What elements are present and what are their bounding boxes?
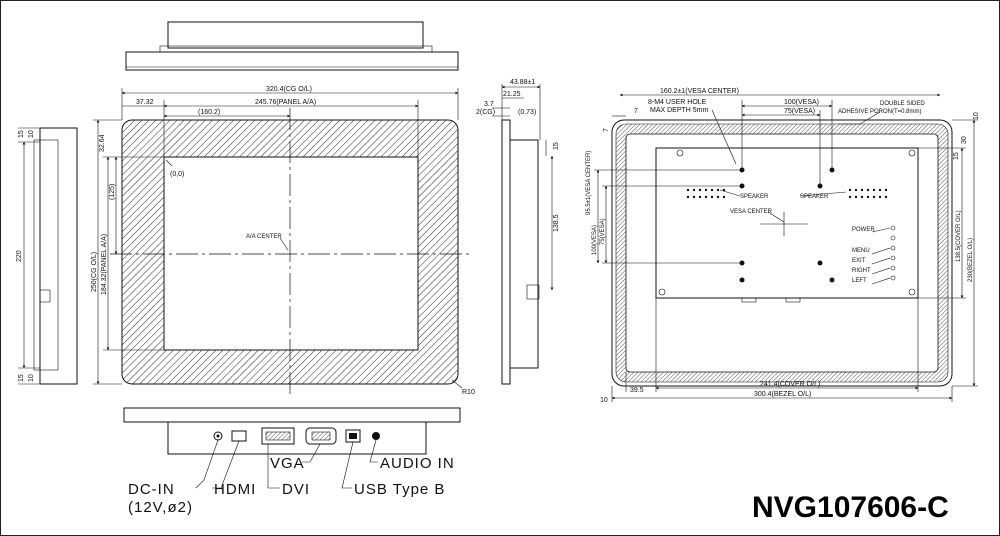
right-37: 3.7 — [484, 101, 494, 108]
front-half-height: (125) — [109, 184, 116, 200]
back-speaker-1: SPEAKER — [740, 194, 769, 200]
io-dcin-spec: (12V,ø2) — [128, 499, 193, 516]
io-dvi-label: DVI — [282, 481, 310, 498]
back-bezel-h: 230(BEZEL O/L) — [968, 238, 974, 282]
left-bottom-10: 10 — [28, 374, 35, 382]
back-left-7: 7 — [634, 108, 638, 115]
right-1385: 138.5 — [553, 214, 560, 232]
back-bezel — [611, 119, 953, 387]
front-panel-width: 245.76(PANEL A/A) — [255, 99, 316, 106]
front-cg-width: 320.4(CG O/L) — [266, 86, 312, 93]
front-corner-radius: R10 — [462, 389, 475, 396]
back-vesa-v75: 75(VESA) — [600, 218, 606, 245]
back-btn-menu: MENU — [852, 248, 870, 254]
back-vesa-center: VESA CENTER — [730, 209, 773, 215]
front-view: 320.4(CG O/L) 245.76(PANEL A/A) 37.32 (1… — [91, 86, 475, 396]
back-double-sided-2: ADHESIVE PORON(T=0.8mm) — [838, 109, 922, 115]
io-hdmi-label: HDMI — [214, 481, 256, 498]
back-speaker-2: SPEAKER — [800, 194, 829, 200]
back-vesa-center-h: 95.5±1(VESA CENTER) — [586, 151, 592, 215]
back-btn-power: POWER — [852, 227, 875, 233]
right-side-view: 43.88±1 21.25 3.7 2(CG) (0.73) 15 138.5 — [476, 79, 560, 385]
left-height: 220 — [16, 250, 23, 262]
front-half-panel: (160.2) — [198, 109, 220, 116]
front-cg-height: 250(CG O/L) — [91, 252, 98, 292]
back-bottom-10: 10 — [600, 397, 608, 404]
io-dcin-label: DC-IN — [128, 481, 175, 498]
bottom-view: DC-IN (12V,ø2) HDMI DVI VGA USB Type B A… — [123, 407, 461, 516]
front-left-offset: 37.32 — [136, 99, 154, 106]
io-vga-label: VGA — [270, 455, 305, 472]
back-right-30: 30 — [961, 136, 968, 144]
back-top-10: 10 — [973, 112, 980, 120]
back-cover-h: 138.5(COVER O/L) — [956, 210, 962, 262]
top-view — [125, 21, 459, 71]
right-073: (0.73) — [518, 109, 536, 116]
left-side-view: 15 10 220 15 10 — [16, 127, 78, 385]
hdmi-port — [231, 430, 247, 442]
left-top-15: 15 — [18, 130, 25, 138]
back-bezel-w: 300.4(BEZEL O/L) — [754, 391, 811, 398]
left-top-10: 10 — [28, 130, 35, 138]
right-depth: 43.88±1 — [510, 79, 535, 86]
left-bottom-15: 15 — [18, 374, 25, 382]
front-origin: (0,0) — [170, 171, 184, 178]
io-usb-label: USB Type B — [354, 481, 445, 498]
right-15: 15 — [553, 142, 560, 150]
back-vesa-v100: 100(VESA) — [592, 225, 598, 255]
back-cover-w: 241.4(COVER O/L) — [760, 381, 820, 388]
back-d-395: 39.5 — [630, 387, 644, 394]
audio-port — [372, 432, 380, 440]
back-vesa-100: 100(VESA) — [784, 99, 819, 106]
back-vesa-center-w: 160.2±1(VESA CENTER) — [660, 88, 739, 95]
back-top-7: 7 — [603, 128, 610, 132]
front-aa-center: A/A CENTER — [246, 234, 282, 240]
back-hole-note-1: 8-M4 USER HOLE — [648, 99, 707, 106]
active-area — [163, 156, 419, 351]
back-view: 160.2±1(VESA CENTER) 8-M4 USER HOLE MAX … — [586, 88, 980, 404]
back-double-sided-1: DOUBLE SIDED — [880, 101, 925, 107]
back-right-15: 15 — [953, 152, 960, 160]
back-btn-right: RIGHT — [852, 268, 871, 274]
vga-port — [305, 427, 337, 445]
right-2125: 21.25 — [503, 91, 521, 98]
front-panel-height: 184.32(PANEL A/A) — [101, 234, 108, 295]
right-2cg: 2(CG) — [476, 109, 495, 116]
back-btn-left: LEFT — [852, 278, 867, 284]
front-top-offset: 32.64 — [99, 134, 106, 152]
back-btn-exit: EXIT — [852, 258, 866, 264]
io-audio-label: AUDIO IN — [380, 455, 455, 472]
model-number: NVG107606-C — [752, 491, 949, 524]
back-vesa-75: 75(VESA) — [784, 108, 815, 115]
back-hole-note-2: MAX DEPTH 5mm — [650, 107, 709, 114]
dvi-port — [261, 427, 295, 445]
